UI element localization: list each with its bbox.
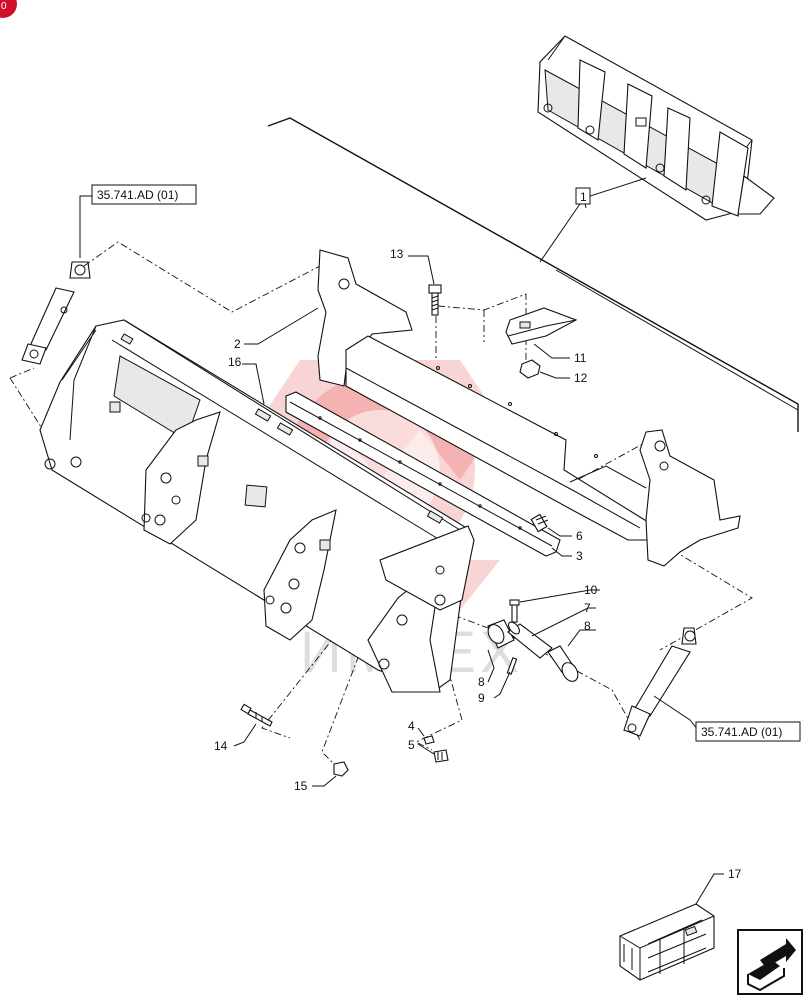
callout-5: 5: [408, 738, 415, 752]
bolt-14: [240, 703, 273, 727]
callout-7: 7: [584, 601, 591, 615]
assembly-bracket: [267, 117, 799, 432]
bolt-13: [428, 284, 442, 316]
callout-8-right: 8: [584, 619, 591, 633]
callout-4: 4: [408, 719, 415, 733]
arrow-box-icon[interactable]: [737, 929, 803, 995]
nut-12: [519, 359, 541, 379]
nut-15: [333, 761, 349, 777]
reference-link-bottom[interactable]: 35.741.AD (01): [701, 725, 782, 739]
reference-box-bottom[interactable]: [695, 721, 801, 742]
pin-7: [507, 621, 553, 659]
callout-1: 1: [580, 190, 587, 204]
callout-8-left: 8: [478, 675, 485, 689]
callout-2: 2: [234, 337, 241, 351]
svg-text:0: 0: [1, 1, 7, 12]
callout-16: 16: [228, 355, 242, 369]
bolt-10: [509, 599, 520, 623]
cutting-edge: [285, 391, 561, 557]
tooth-11: [505, 307, 578, 345]
main-bucket: [39, 319, 475, 693]
reference-box-top[interactable]: [91, 184, 197, 205]
callout-14: 14: [214, 739, 228, 753]
crate-icon: [619, 903, 715, 981]
callout-3: 3: [576, 549, 583, 563]
callout-box-1: [575, 187, 591, 205]
hydraulic-cylinder-left: [21, 261, 91, 365]
bolt-5: [433, 749, 449, 763]
bushing-8-right: [547, 645, 579, 682]
bolt-6: [530, 513, 549, 533]
callout-11: 11: [574, 351, 587, 365]
bushing-8-left: [487, 619, 515, 649]
mounting-plate: [317, 249, 741, 567]
callout-9: 9: [478, 691, 485, 705]
hydraulic-cylinder-right: [623, 627, 697, 737]
callout-15: 15: [294, 779, 308, 793]
badge-icon: 0: [0, 0, 17, 18]
callout-17: 17: [728, 867, 742, 881]
callout-10: 10: [584, 583, 598, 597]
callout-12: 12: [574, 371, 588, 385]
callout-13: 13: [390, 247, 404, 261]
pin-4: [423, 735, 435, 745]
bucket-assembly-thumbnail: [537, 35, 775, 221]
reference-link-top[interactable]: 35.741.AD (01): [97, 188, 178, 202]
callout-6: 6: [576, 529, 583, 543]
